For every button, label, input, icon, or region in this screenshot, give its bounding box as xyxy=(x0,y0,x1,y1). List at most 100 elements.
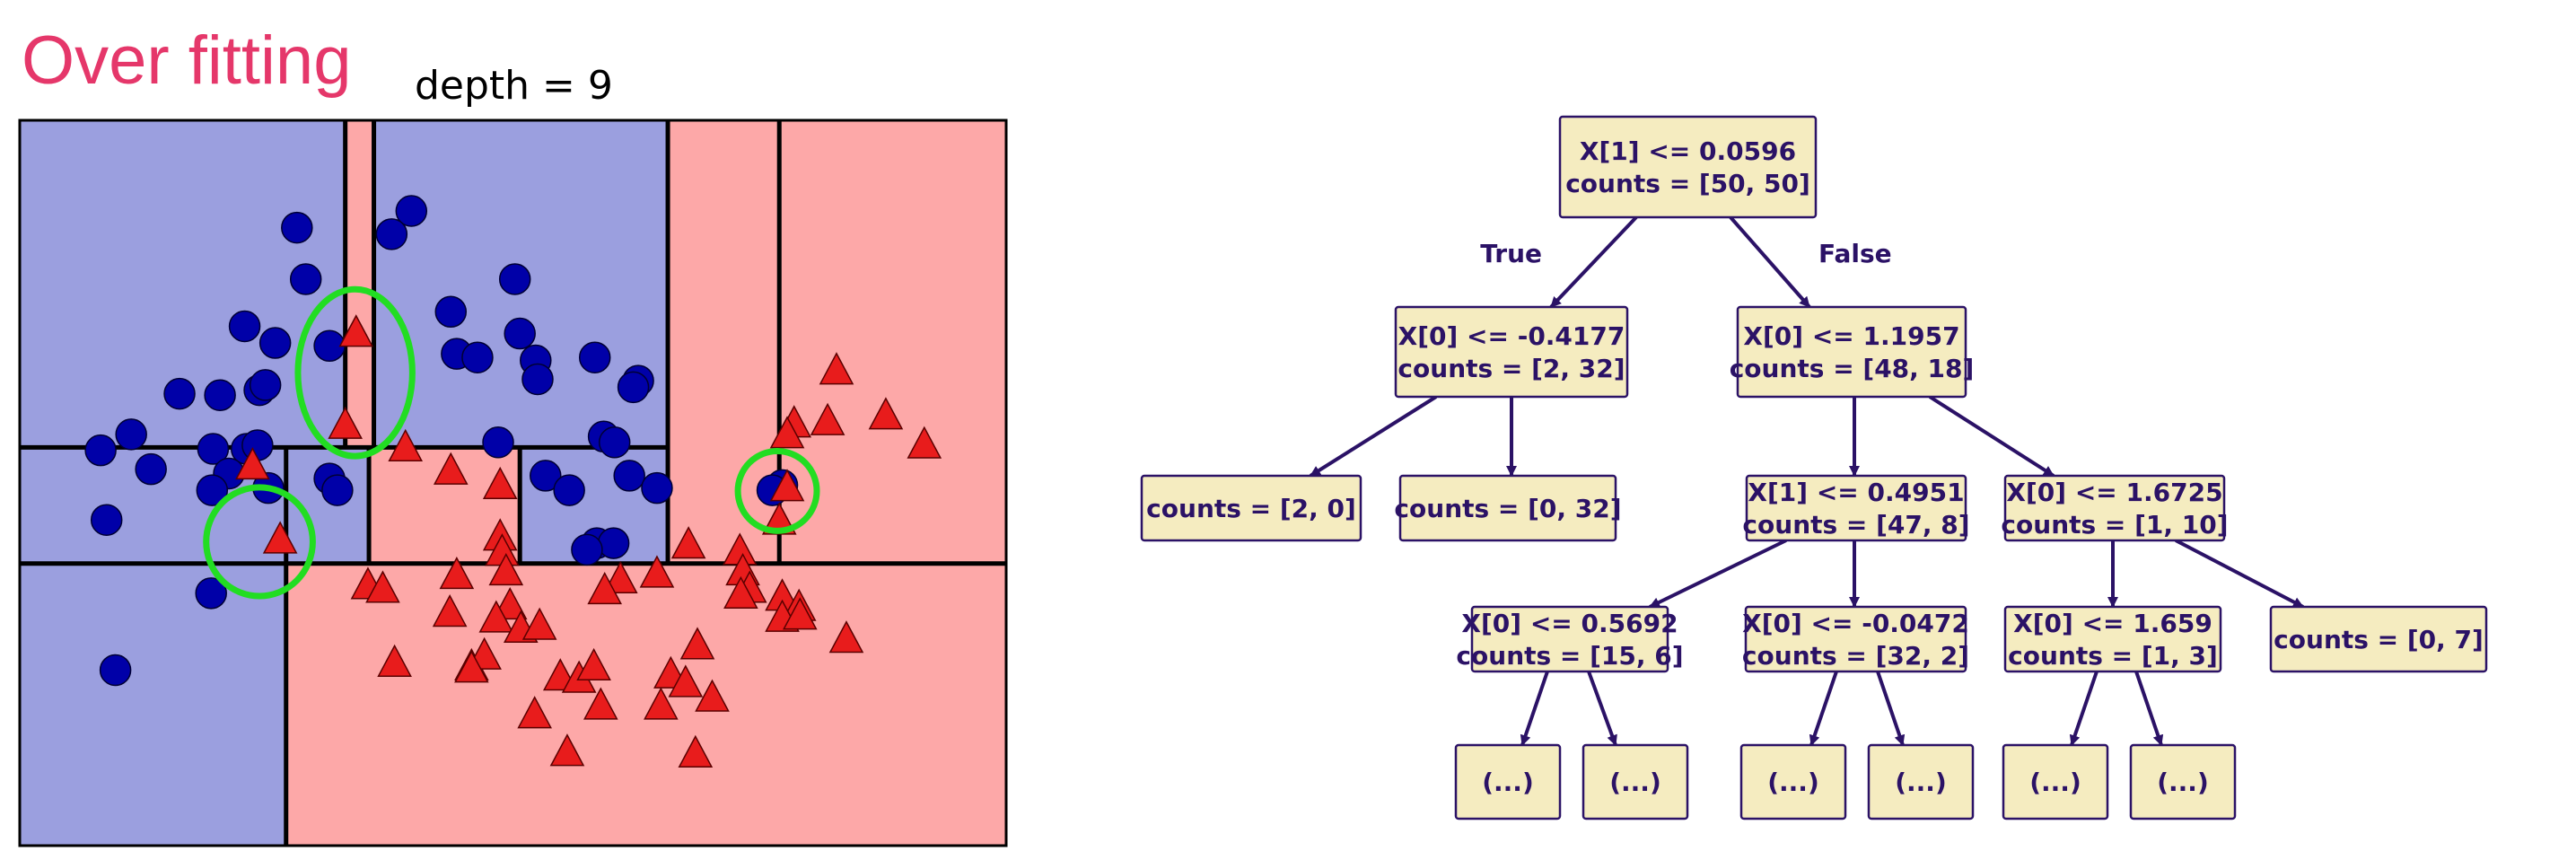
class-0-point xyxy=(571,533,603,566)
tree-edge xyxy=(1729,215,1811,309)
class-0-point xyxy=(613,460,645,492)
tree-node-n15: (...) xyxy=(2002,743,2109,821)
class-0-point xyxy=(197,433,230,465)
tree-node-n3: counts = [2, 0] xyxy=(1140,474,1362,542)
tree-node-text: counts = [47, 8] xyxy=(1742,510,1969,540)
class-1-point xyxy=(576,647,611,680)
tree-node-box xyxy=(1867,743,1975,821)
class-0-point xyxy=(163,377,196,410)
class-0-point xyxy=(530,460,562,492)
class-1-point xyxy=(868,397,904,430)
plot-title: depth = 9 xyxy=(415,63,613,109)
tree-node-text: (...) xyxy=(1767,768,1819,797)
tree-node-text: (...) xyxy=(2157,768,2209,797)
class-1-point xyxy=(521,607,557,640)
overfit-highlight-circle xyxy=(203,484,316,600)
class-1-point xyxy=(478,600,514,633)
tree-node-box xyxy=(1744,605,1967,673)
class-1-point xyxy=(695,679,730,712)
class-1-point xyxy=(828,620,864,654)
class-0-point xyxy=(641,471,673,505)
tree-node-box xyxy=(1582,743,1689,821)
tree-node-text: (...) xyxy=(1895,768,1947,797)
class-1-point xyxy=(365,570,400,603)
tree-node-text: counts = [15, 6] xyxy=(1456,641,1683,671)
class-0-point xyxy=(375,218,408,250)
tree-node-text: counts = [2, 0] xyxy=(1146,494,1356,523)
tree-node-box xyxy=(1394,305,1629,399)
tree-node-text: X[0] <= -0.4177 xyxy=(1398,321,1625,351)
class-1-point xyxy=(783,597,818,630)
tree-node-text: counts = [1, 3] xyxy=(2008,641,2218,671)
class-1-point xyxy=(482,466,518,499)
class-1-point xyxy=(454,650,489,683)
edge-label-false: False xyxy=(1818,239,1892,268)
tree-edge xyxy=(1549,215,1638,309)
class-1-point xyxy=(678,734,714,768)
class-0-point xyxy=(461,341,494,373)
tree-node-n13: (...) xyxy=(1739,743,1847,821)
tree-edge xyxy=(1309,395,1438,478)
tree-node-n4: counts = [0, 32] xyxy=(1394,474,1622,542)
class-0-point xyxy=(617,371,650,404)
class-1-point xyxy=(723,575,758,610)
class-0-point xyxy=(281,211,313,244)
tree-node-box xyxy=(1470,605,1669,673)
class-1-point xyxy=(679,627,715,660)
class-0-point xyxy=(482,426,514,459)
class-0-point xyxy=(395,195,428,227)
class-1-point xyxy=(668,664,704,698)
tree-node-box xyxy=(1398,474,1617,542)
class-0-point xyxy=(249,369,282,401)
tree-node-box xyxy=(1558,115,1818,219)
class-0-point xyxy=(498,263,531,295)
class-0-point xyxy=(258,327,292,359)
decision-region-red xyxy=(345,120,374,448)
tree-node-n10: counts = [0, 7] xyxy=(2269,605,2488,673)
class-1-point xyxy=(670,526,706,559)
class-0-point xyxy=(84,434,117,467)
class-1-point xyxy=(517,696,552,729)
tree-node-n5: X[1] <= 0.4951 counts = [47, 8] xyxy=(1742,474,1970,542)
tree-node-box xyxy=(2129,743,2237,821)
tree-node-text: counts = [32, 2] xyxy=(1742,641,1969,671)
class-1-point xyxy=(583,687,618,720)
class-1-point xyxy=(639,555,675,588)
class-0-point xyxy=(521,363,554,396)
overfit-highlight-circle xyxy=(294,285,416,460)
class-1-point xyxy=(328,406,363,439)
class-1-point xyxy=(602,560,638,594)
class-0-point xyxy=(289,263,322,295)
class-1-point xyxy=(439,557,475,590)
class-1-point xyxy=(488,552,524,586)
class-0-point xyxy=(228,310,261,343)
class-1-point xyxy=(377,644,412,677)
class-0-point xyxy=(598,426,631,459)
tree-edge xyxy=(2069,671,2098,746)
tree-node-text: X[1] <= 0.4951 xyxy=(1748,478,1964,507)
tree-node-text: X[0] <= 1.6725 xyxy=(2006,478,2222,507)
tree-node-text: counts = [0, 32] xyxy=(1394,494,1621,523)
decision-region-blue xyxy=(20,563,286,846)
class-0-point xyxy=(196,474,229,506)
tree-node-text: counts = [50, 50] xyxy=(1565,169,1810,198)
tree-node-text: counts = [0, 7] xyxy=(2274,625,2484,654)
class-1-point xyxy=(907,426,942,459)
decision-boundary-plot xyxy=(18,118,1008,847)
class-0-point xyxy=(195,577,227,610)
tree-edge xyxy=(1520,671,1549,746)
plot-frame xyxy=(18,118,1008,847)
class-1-point xyxy=(235,447,270,480)
tree-node-text: (...) xyxy=(1482,768,1534,797)
class-0-point xyxy=(204,379,236,411)
tree-node-box xyxy=(1140,474,1362,542)
tree-node-text: X[0] <= 1.1957 xyxy=(1743,321,1959,351)
